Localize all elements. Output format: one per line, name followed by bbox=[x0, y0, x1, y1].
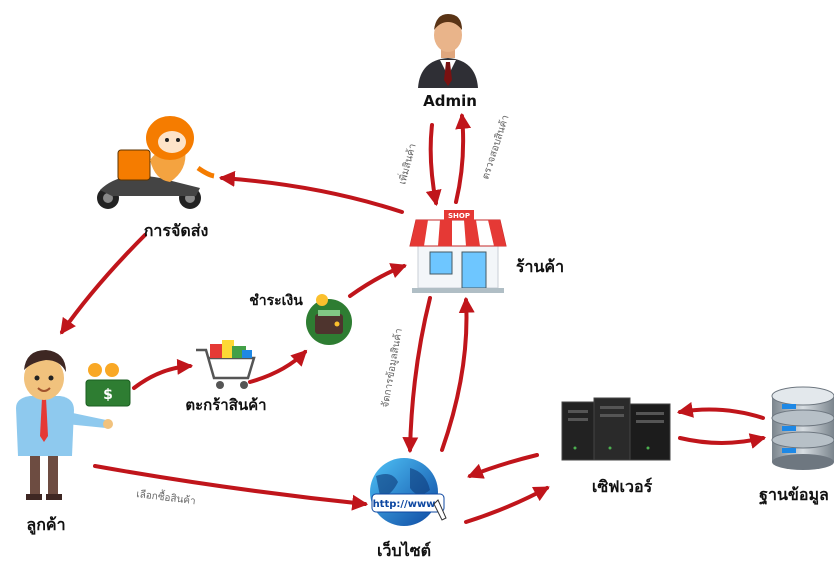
customer-person-icon bbox=[16, 350, 113, 500]
cart-node: ตะกร้าสินค้า bbox=[185, 340, 267, 414]
arrow-delivery-to-customer bbox=[60, 233, 147, 335]
website-node: http://www เว็บไซต์ bbox=[370, 458, 447, 560]
arrow-server-to-website bbox=[467, 453, 539, 479]
arrow-server-to-database bbox=[678, 433, 767, 449]
shop-label: ร้านค้า bbox=[516, 257, 564, 276]
arrow-customer-to-website bbox=[93, 464, 369, 511]
server-node: เซิฟเวอร์ bbox=[561, 397, 671, 496]
website-url: http://www bbox=[373, 499, 436, 510]
server-icon bbox=[561, 397, 671, 461]
database-node: ฐานข้อมูล bbox=[759, 386, 834, 506]
money-icon: $ bbox=[85, 363, 131, 407]
wallet-icon bbox=[306, 294, 352, 345]
arrow-website-to-shop bbox=[440, 296, 475, 452]
database-label: ฐานข้อมูล bbox=[759, 485, 829, 506]
arrow-website-to-server bbox=[464, 486, 550, 524]
arrow-customer-to-cart bbox=[132, 358, 194, 390]
delivery-node: การจัดส่ง bbox=[97, 116, 215, 240]
delivery-scooter-icon bbox=[97, 116, 215, 209]
shop-icon: SHOP bbox=[409, 210, 507, 293]
arrow-shop-to-delivery bbox=[218, 170, 404, 214]
admin-node: Admin bbox=[418, 14, 478, 110]
dollar-glyph: $ bbox=[103, 387, 113, 403]
customer-label: ลูกค้า bbox=[26, 515, 65, 536]
arrow-payment-to-shop bbox=[348, 263, 407, 298]
admin-label: Admin bbox=[423, 92, 477, 110]
edge-label-check-product: ตรวจสอบสินค้า bbox=[479, 113, 511, 180]
edge-label-manage-product: จัดการข้อมูลสินค้า bbox=[379, 327, 405, 408]
arrow-cart-to-payment bbox=[248, 349, 308, 384]
arrows bbox=[60, 112, 767, 524]
shop-node: SHOP ร้านค้า bbox=[409, 210, 564, 293]
payment-label: ชำระเงิน bbox=[249, 293, 303, 309]
shopping-cart-icon bbox=[196, 340, 256, 389]
shop-sign: SHOP bbox=[448, 212, 470, 220]
customer-node: $ ลูกค้า bbox=[16, 350, 131, 536]
arrow-shop-to-website bbox=[402, 296, 432, 454]
edge-label-choose-product: เลือกซื้อสินค้า bbox=[136, 486, 197, 507]
payment-node: ชำระเงิน bbox=[249, 293, 352, 345]
arrow-shop-to-admin bbox=[454, 112, 472, 204]
edge-label-add-product: เพิ่มสินค้า bbox=[394, 142, 418, 186]
globe-icon: http://www bbox=[370, 458, 447, 526]
arrow-database-to-server bbox=[676, 402, 765, 420]
delivery-label: การจัดส่ง bbox=[144, 221, 209, 240]
server-label: เซิฟเวอร์ bbox=[592, 477, 653, 496]
website-label: เว็บไซต์ bbox=[377, 539, 431, 560]
arrow-admin-to-shop bbox=[425, 123, 442, 207]
businessman-icon bbox=[418, 14, 478, 88]
cart-label: ตะกร้าสินค้า bbox=[185, 396, 266, 414]
database-icon bbox=[771, 386, 834, 470]
